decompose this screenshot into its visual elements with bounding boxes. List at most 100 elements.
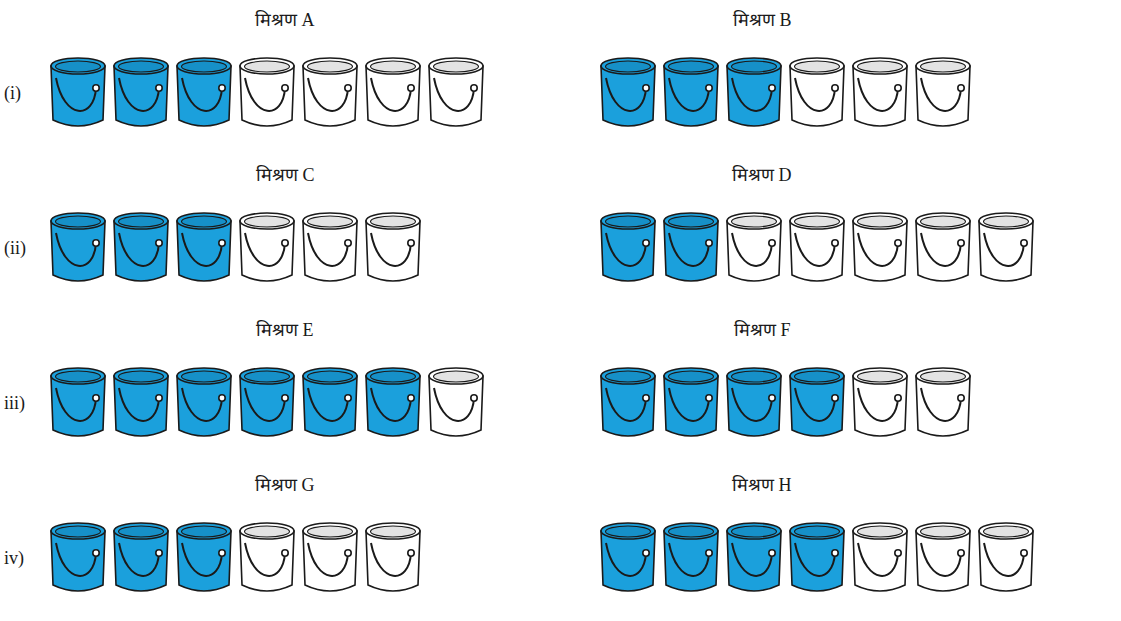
- bucket-body: [366, 221, 420, 281]
- bucket-inner-rim: [795, 216, 840, 227]
- handle-lug: [706, 395, 712, 401]
- bucket-rim: [916, 368, 970, 384]
- bucket-inner-rim: [434, 371, 479, 382]
- handle-lug: [471, 85, 477, 91]
- handle-lug: [643, 85, 649, 91]
- bucket-handle: [308, 543, 348, 576]
- handle-lug: [706, 85, 712, 91]
- bucket-body: [916, 66, 970, 126]
- bucket-rim: [790, 58, 844, 74]
- bucket-rim: [303, 523, 357, 539]
- handle-lug: [156, 395, 162, 401]
- bucket-handle: [308, 78, 348, 111]
- bucket-handle: [921, 233, 961, 266]
- bucket-body: [303, 66, 357, 126]
- handle-lug: [219, 550, 225, 556]
- mixture-label: मिश्रण F: [734, 320, 791, 342]
- bucket-rim: [727, 213, 781, 229]
- bucket-body: [853, 221, 907, 281]
- paint-bucket: [114, 523, 168, 591]
- bucket-inner-rim: [669, 216, 714, 227]
- bucket-handle: [795, 543, 835, 576]
- bucket-rim: [853, 523, 907, 539]
- bucket-body: [979, 221, 1033, 281]
- bucket-handle: [434, 388, 474, 421]
- bucket-rim: [916, 523, 970, 539]
- paint-bucket: [790, 58, 844, 126]
- bucket-rim: [790, 368, 844, 384]
- bucket-body: [601, 66, 655, 126]
- bucket-body: [177, 66, 231, 126]
- handle-lug: [769, 395, 775, 401]
- bucket-inner-rim: [56, 371, 101, 382]
- handle-lug: [769, 240, 775, 246]
- bucket-rim: [366, 213, 420, 229]
- paint-bucket: [177, 368, 231, 436]
- bucket-body: [727, 221, 781, 281]
- handle-lug: [93, 85, 99, 91]
- handle-lug: [895, 550, 901, 556]
- bucket-handle: [119, 233, 159, 266]
- paint-bucket: [916, 213, 970, 281]
- bucket-rim: [727, 523, 781, 539]
- handle-lug: [282, 395, 288, 401]
- handle-lug: [345, 240, 351, 246]
- bucket-inner-rim: [732, 61, 777, 72]
- bucket-rim: [664, 213, 718, 229]
- bucket-rim: [727, 58, 781, 74]
- bucket-inner-rim: [669, 61, 714, 72]
- bucket-body: [366, 66, 420, 126]
- bucket-handle: [921, 543, 961, 576]
- bucket-body: [664, 66, 718, 126]
- bucket-inner-rim: [371, 371, 416, 382]
- bucket-handle: [858, 543, 898, 576]
- row-number: (i): [4, 83, 21, 105]
- bucket-rim: [853, 58, 907, 74]
- paint-bucket: [303, 368, 357, 436]
- paint-bucket: [51, 368, 105, 436]
- mixture-label: मिश्रण H: [732, 475, 792, 497]
- bucket-handle: [56, 543, 96, 576]
- paint-bucket: [240, 523, 294, 591]
- bucket-body: [853, 531, 907, 591]
- bucket-handle: [56, 78, 96, 111]
- mixture-label: मिश्रण C: [256, 165, 315, 187]
- mixture-label: मिश्रण A: [255, 10, 315, 32]
- bucket-body: [240, 376, 294, 436]
- bucket-inner-rim: [245, 216, 290, 227]
- row-number: (ii): [4, 238, 26, 260]
- bucket-inner-rim: [182, 371, 227, 382]
- bucket-handle: [795, 233, 835, 266]
- bucket-inner-rim: [434, 61, 479, 72]
- bucket-inner-rim: [858, 216, 903, 227]
- bucket-inner-rim: [669, 371, 714, 382]
- bucket-body: [177, 531, 231, 591]
- bucket-handle: [434, 78, 474, 111]
- bucket-handle: [182, 543, 222, 576]
- bucket-body: [601, 376, 655, 436]
- bucket-rim: [177, 523, 231, 539]
- bucket-body: [429, 376, 483, 436]
- handle-lug: [93, 240, 99, 246]
- bucket-inner-rim: [119, 371, 164, 382]
- bucket-handle: [245, 388, 285, 421]
- bucket-inner-rim: [245, 61, 290, 72]
- paint-bucket: [916, 523, 970, 591]
- handle-lug: [832, 85, 838, 91]
- handle-lug: [219, 85, 225, 91]
- bucket-rim: [601, 58, 655, 74]
- bucket-handle: [669, 78, 709, 111]
- bucket-rim: [177, 58, 231, 74]
- bucket-rim: [51, 523, 105, 539]
- bucket-handle: [371, 233, 411, 266]
- bucket-handle: [732, 388, 772, 421]
- handle-lug: [282, 85, 288, 91]
- paint-bucket: [601, 213, 655, 281]
- bucket-rim: [790, 523, 844, 539]
- bucket-body: [114, 221, 168, 281]
- mixture-label: मिश्रण D: [732, 165, 792, 187]
- bucket-body: [114, 531, 168, 591]
- bucket-rim: [303, 58, 357, 74]
- bucket-body: [790, 221, 844, 281]
